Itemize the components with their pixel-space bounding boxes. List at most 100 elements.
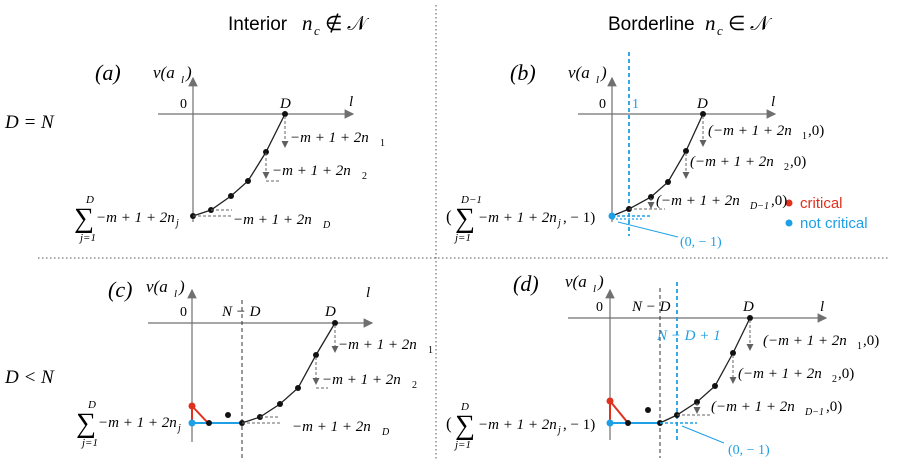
panel-b-sum-sub: j xyxy=(556,218,561,229)
panel-d-point xyxy=(747,315,753,321)
panel-a-step-label-2-sub: 2 xyxy=(362,171,367,182)
panel-c-points xyxy=(206,320,338,426)
panel-a-point xyxy=(245,178,251,184)
panel-b-step-label-3-sub: D−1 xyxy=(749,201,769,212)
panel-c-step-label-3-sub: D xyxy=(381,427,390,438)
panel-d-tag: (d) xyxy=(513,271,539,296)
legend-not-critical-dot xyxy=(785,219,793,227)
panel-a-point xyxy=(228,193,234,199)
panel-d-step-label-2-tail: ,0) xyxy=(838,366,854,382)
panel-d-step-label-2: (−m + 1 + 2n xyxy=(738,366,822,382)
panel-a-point xyxy=(263,149,269,155)
header-borderline-nc-sub: c xyxy=(717,23,723,38)
panel-d-ylabel: v(a xyxy=(565,272,587,291)
panel-a-point xyxy=(282,111,288,117)
panel-d-point xyxy=(712,383,718,389)
panel-a-ylabel-sub: l xyxy=(181,74,184,86)
panel-b-ylabel-close: ) xyxy=(600,63,607,82)
panel-c-ylabel-sub: l xyxy=(174,288,177,300)
panel-c-step-label-1: −m + 1 + 2n xyxy=(338,337,417,353)
panel-d-nmd1: N − D + 1 xyxy=(656,328,721,344)
panel-c-point xyxy=(313,352,319,358)
panel-c: (c) v(a l ) l 0 D N − D −m + 1 + xyxy=(76,277,433,458)
legend-critical-label: critical xyxy=(800,195,843,212)
header-borderline-label: Borderline xyxy=(608,14,695,35)
header-borderline: Borderline n c ∈ 𝒩 xyxy=(608,11,772,38)
panel-c-point xyxy=(332,320,338,326)
panel-d-sum-upper: D xyxy=(460,401,469,413)
panel-c-sigma: ∑ xyxy=(76,408,96,439)
panel-b-sum-tail: , − 1) xyxy=(563,210,595,226)
panel-c-sum-lower: j=1 xyxy=(80,437,98,449)
panel-d-sum-open: ( xyxy=(446,414,452,433)
panel-b-tag: (b) xyxy=(510,60,536,85)
header-interior: Interior n c ∉ 𝒩 xyxy=(228,11,369,38)
panel-c-point xyxy=(206,420,212,426)
panel-c-dmark: D xyxy=(324,304,336,320)
panel-d-step-label-3: (−m + 1 + 2n xyxy=(711,399,795,415)
panel-d-sum-lower: j=1 xyxy=(453,439,471,451)
panel-b-xlabel: l xyxy=(771,94,775,110)
panel-a-xlabel: l xyxy=(349,94,353,110)
panel-c-sum-upper: D xyxy=(87,399,96,411)
panel-d-dmark: D xyxy=(742,299,754,315)
panel-d-nmd: N − D xyxy=(631,299,671,315)
legend-critical-dot xyxy=(785,199,793,207)
panel-c-point xyxy=(295,385,301,391)
panel-d-ylabel-close: ) xyxy=(597,272,604,291)
panel-c-point xyxy=(225,412,231,418)
panel-b-ylabel: v(a xyxy=(568,63,590,82)
panel-d-ylabel-sub: l xyxy=(593,283,596,295)
panel-a: (a) v(a l ) l 0 D −m + 1 + 2n 1 −m + 1 +… xyxy=(74,60,385,244)
panel-b-step-label-1-tail: ,0) xyxy=(808,123,824,139)
panel-a-sigma: ∑ xyxy=(74,203,94,234)
panel-a-step-label-3-sub: D xyxy=(322,220,331,231)
panel-c-step-label-1-sub: 1 xyxy=(428,345,433,356)
panel-b-step-label-1-sub: 1 xyxy=(802,131,807,142)
panel-d-step-label-2-sub: 2 xyxy=(832,374,837,385)
panel-d-step-label-3-tail: ,0) xyxy=(826,399,842,415)
panel-c-step-label-3: −m + 1 + 2n xyxy=(292,419,371,435)
panel-d-origin: 0 xyxy=(596,300,603,315)
panel-c-curve xyxy=(241,322,336,424)
panel-b-step-label-1: (−m + 1 + 2n xyxy=(708,123,792,139)
header-interior-notin: ∉ 𝒩 xyxy=(325,13,369,35)
panel-d-sum-expr: −m + 1 + 2n xyxy=(478,417,557,433)
panel-a-origin: 0 xyxy=(180,97,187,112)
panel-b-step-label-3: (−m + 1 + 2n xyxy=(656,193,740,209)
header-borderline-in: ∈ 𝒩 xyxy=(728,13,772,35)
panel-c-nmd: N − D xyxy=(221,304,261,320)
panel-c-point xyxy=(277,401,283,407)
panel-b-step-label-3-tail: ,0) xyxy=(771,193,787,209)
panel-b: (b) v(a l ) l 0 D 1 (−m + 1 + 2n 1 ,0) (… xyxy=(446,52,824,250)
panel-d-point xyxy=(645,407,651,413)
panel-d-sum-sub: j xyxy=(556,425,561,436)
row-label-bottom: D < N xyxy=(4,367,55,388)
panel-b-point xyxy=(648,194,654,200)
panel-a-points xyxy=(190,111,288,219)
panel-d-point xyxy=(694,399,700,405)
panel-a-curve xyxy=(192,113,286,217)
panel-a-step-label-1: −m + 1 + 2n xyxy=(290,130,369,146)
panel-a-step-label-3: −m + 1 + 2n xyxy=(233,212,312,228)
panel-b-sigma: ∑ xyxy=(455,203,475,234)
panel-c-red-segment xyxy=(191,405,209,424)
panel-b-point-label: (0, − 1) xyxy=(680,235,722,250)
panel-b-one-label: 1 xyxy=(632,97,639,112)
panel-b-sum-open: ( xyxy=(446,207,452,226)
panel-a-sum-sub: j xyxy=(174,218,179,229)
panel-c-step-label-2: −m + 1 + 2n xyxy=(322,372,401,388)
panel-b-point xyxy=(665,179,671,185)
legend: critical not critical xyxy=(785,195,868,232)
panel-d-point-leader xyxy=(681,425,725,444)
panel-c-tag: (c) xyxy=(108,277,132,302)
panel-a-ylabel-close: ) xyxy=(185,63,192,82)
panel-c-point-not-critical xyxy=(188,419,196,427)
panel-a-tag: (a) xyxy=(95,60,121,85)
panel-d-point-critical xyxy=(606,397,614,405)
panel-b-point xyxy=(683,148,689,154)
panel-c-xlabel: l xyxy=(366,285,370,301)
panel-d-sigma: ∑ xyxy=(455,410,475,441)
panel-c-sum-sub: j xyxy=(176,423,181,434)
panel-d-points xyxy=(625,315,753,426)
